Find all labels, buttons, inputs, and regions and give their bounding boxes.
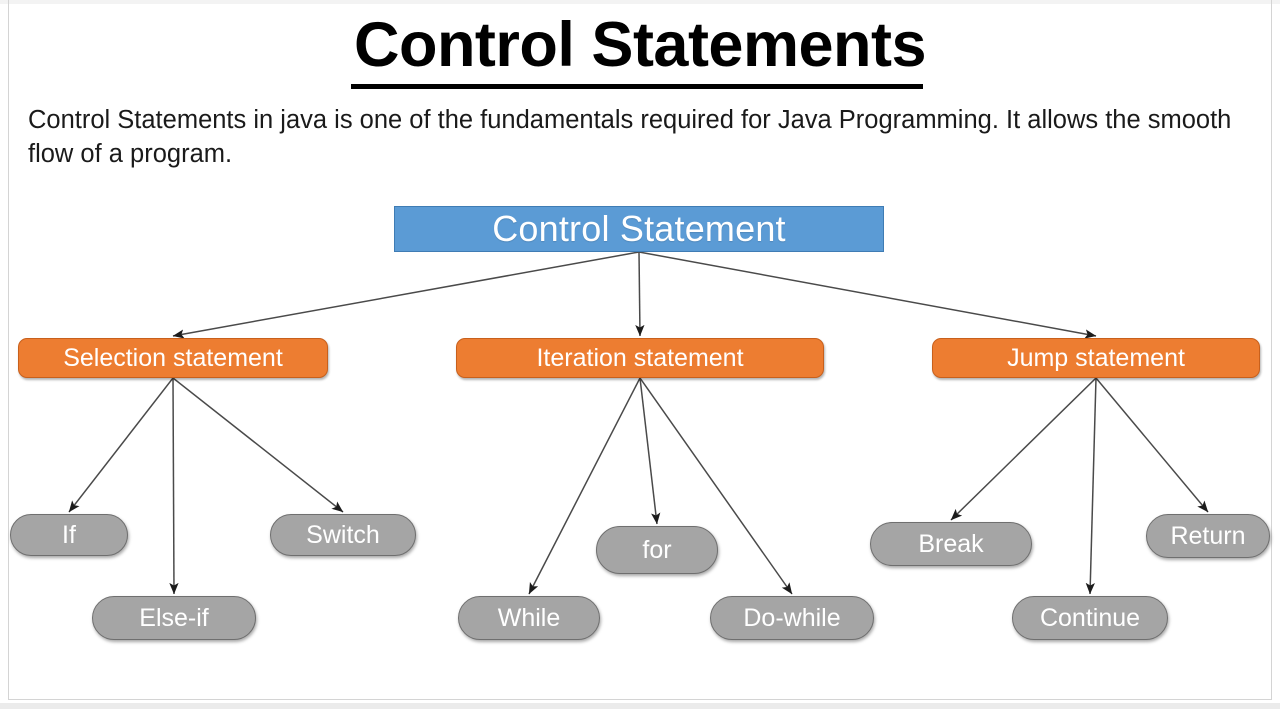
node-label: Iteration statement (536, 343, 744, 372)
node-label: Control Statement (492, 208, 786, 249)
edge-root-to-jump (638, 251, 1097, 339)
edge-jump-to-return (1095, 377, 1209, 513)
node-label: Continue (1039, 603, 1141, 632)
edge-iteration-to-do-while (639, 377, 793, 595)
node-label: Do-while (743, 603, 841, 632)
node-if[interactable]: If (10, 514, 128, 556)
slide-bottom-shadow (0, 703, 1280, 709)
node-switch[interactable]: Switch (270, 514, 416, 556)
edge-iteration-to-for (639, 377, 661, 525)
node-label: for (642, 535, 672, 564)
node-label: Jump statement (1007, 343, 1185, 372)
node-label: Return (1170, 521, 1246, 550)
node-label: Switch (306, 520, 380, 549)
node-continue[interactable]: Continue (1012, 596, 1168, 640)
node-else-if[interactable]: Else-if (92, 596, 256, 640)
edge-iteration-to-while (528, 377, 641, 595)
node-label: Selection statement (63, 343, 283, 372)
node-while[interactable]: While (458, 596, 600, 640)
edge-root-to-iteration (635, 251, 645, 337)
node-for[interactable]: for (596, 526, 718, 574)
node-label: Else-if (139, 603, 209, 632)
node-return[interactable]: Return (1146, 514, 1270, 558)
node-iteration[interactable]: Iteration statement (456, 338, 824, 378)
intro-paragraph: Control Statements in java is one of the… (28, 106, 1232, 168)
edge-selection-to-if (68, 377, 174, 513)
title-underline (351, 84, 923, 89)
node-label: While (497, 603, 561, 632)
node-label: If (62, 520, 76, 549)
node-selection[interactable]: Selection statement (18, 338, 328, 378)
node-label: Break (918, 529, 984, 558)
edge-jump-to-break (950, 377, 1097, 521)
edge-jump-to-continue (1085, 377, 1097, 595)
edge-selection-to-switch (172, 377, 344, 513)
node-break[interactable]: Break (870, 522, 1032, 566)
node-control-statement[interactable]: Control Statement (394, 206, 884, 252)
edge-root-to-selection (172, 251, 640, 339)
node-jump[interactable]: Jump statement (932, 338, 1260, 378)
node-do-while[interactable]: Do-while (710, 596, 874, 640)
slide-top-rule (0, 0, 1280, 4)
edge-selection-to-else-if (169, 377, 179, 595)
page-title: Control Statements (353, 10, 927, 80)
